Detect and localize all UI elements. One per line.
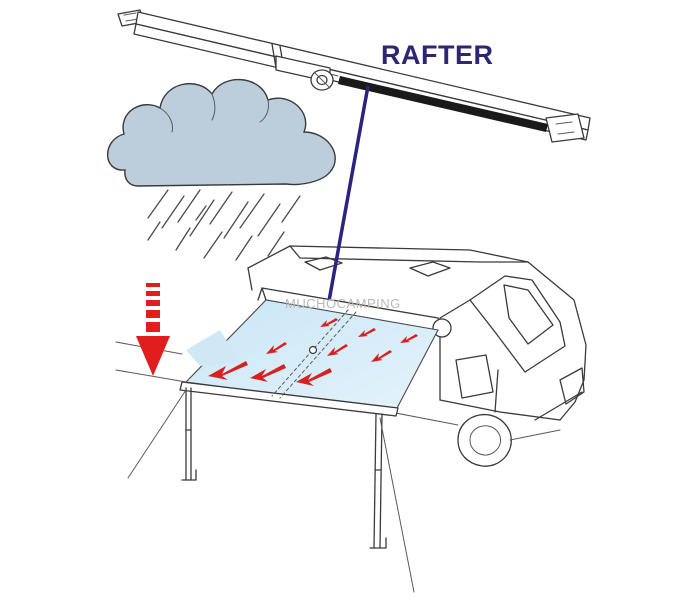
water-flow-arrow-icon xyxy=(208,318,418,386)
rafter-pointer-arrow xyxy=(319,85,370,321)
awning xyxy=(115,287,452,593)
rafter-clamp-knob xyxy=(310,69,334,91)
rafter-label: RAFTER xyxy=(381,40,494,70)
rafter-bar xyxy=(117,9,591,143)
watermark: MUCHOCAMPING xyxy=(285,296,401,311)
rain-streaks-icon xyxy=(147,189,301,261)
rain-cloud-icon xyxy=(107,78,336,187)
down-arrow-icon xyxy=(136,283,170,376)
camper-van xyxy=(247,245,587,467)
